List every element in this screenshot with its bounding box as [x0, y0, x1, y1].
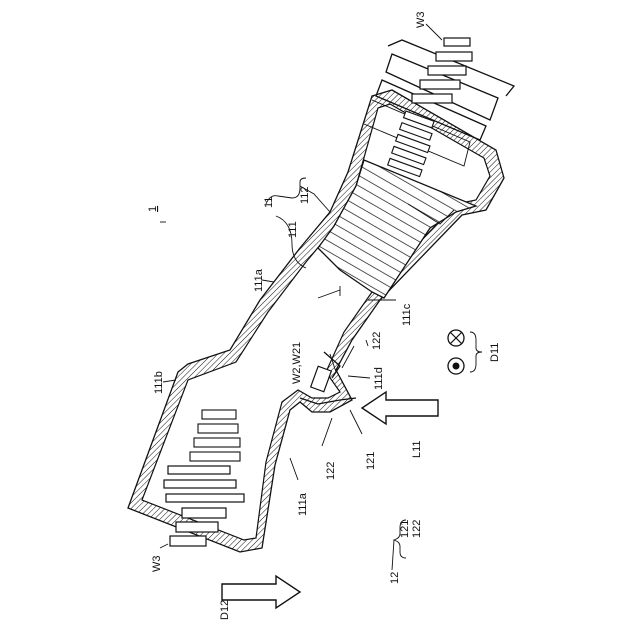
label-111b: 111b [153, 371, 165, 394]
label-assembly: 1 [147, 206, 159, 212]
label-w3-bottom: W3 [151, 556, 163, 573]
housing-inner-cavity [142, 104, 490, 540]
label-121: 121 [365, 452, 377, 470]
label-122-upper: 122 [371, 332, 383, 350]
label-111a-top: 111a [253, 268, 265, 292]
label-legend-122: 122 [411, 520, 423, 538]
leader-w3-top [426, 24, 442, 40]
out-of-page-symbol [448, 358, 464, 374]
label-w2-w21: W2,W21 [291, 342, 303, 384]
label-legend-121: 121 [399, 520, 411, 538]
into-page-symbol [448, 330, 464, 346]
leader-121 [350, 410, 362, 434]
label-11: 11 [263, 197, 275, 208]
label-d12: D12 [219, 600, 231, 620]
arrow-d12 [222, 576, 300, 608]
label-111a-bottom: 111a [297, 492, 309, 516]
label-111: 111 [287, 221, 299, 238]
label-111d: 111d [373, 367, 385, 390]
label-122-lower: 122 [325, 462, 337, 480]
label-111c: 111c [401, 303, 413, 326]
leader-122-lower [322, 418, 332, 446]
arrow-l11 [362, 392, 438, 424]
label-w3-top: W3 [415, 12, 427, 29]
label-112: 112 [299, 186, 311, 204]
leader-w3-bottom [160, 544, 168, 548]
leader-111a-bottom [290, 458, 298, 480]
label-d11: D11 [489, 343, 501, 362]
leader-12 [392, 540, 394, 570]
brace-d11 [470, 332, 482, 372]
leader-111d [348, 376, 370, 378]
label-l11: L11 [411, 440, 423, 458]
label-legend-12: 12 [389, 572, 401, 584]
